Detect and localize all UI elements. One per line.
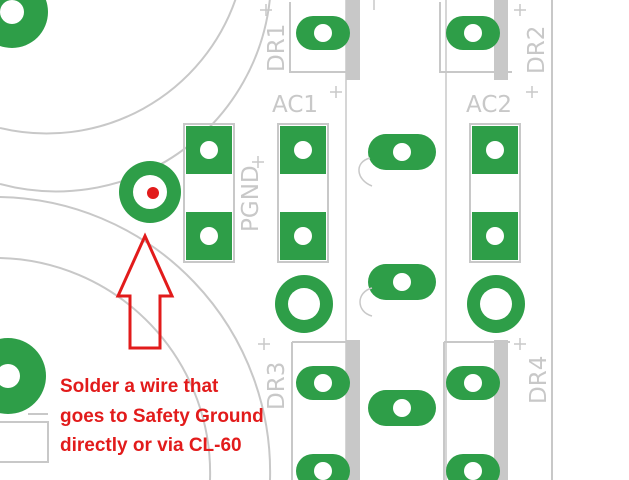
pgnd-header bbox=[183, 123, 235, 263]
hollow-up-arrow-icon bbox=[115, 232, 175, 350]
ac1-plus-mark bbox=[330, 86, 342, 98]
ac2-header bbox=[469, 123, 521, 263]
bottom-left-pad bbox=[0, 338, 46, 414]
center-oval-pads bbox=[358, 134, 436, 426]
dr1-component bbox=[289, 0, 375, 80]
solder-point-marker bbox=[147, 187, 159, 199]
dr2-component bbox=[439, 0, 512, 80]
dr1-label: DR1 bbox=[264, 24, 290, 72]
large-circle-outlines bbox=[0, 0, 272, 480]
pgnd-plus-mark bbox=[252, 156, 264, 168]
dr2-plus-mark bbox=[514, 4, 526, 16]
dr4-component bbox=[443, 0, 553, 480]
pgnd-label: PGND bbox=[238, 165, 264, 232]
pgnd-ring-pad bbox=[119, 161, 181, 223]
left-copper-pads bbox=[0, 0, 48, 414]
ac1-label: AC1 bbox=[272, 92, 318, 118]
dr3-label: DR3 bbox=[264, 362, 290, 410]
annotation-line-1: Solder a wire that bbox=[60, 376, 219, 397]
dr4-plus-mark bbox=[514, 338, 526, 350]
bottom-left-component-outline bbox=[0, 413, 49, 463]
dr1-plus-mark bbox=[260, 4, 272, 16]
dr4-label: DR4 bbox=[526, 356, 552, 404]
ac1-header bbox=[277, 123, 329, 263]
round-pads bbox=[275, 275, 525, 333]
dr3-component bbox=[291, 340, 360, 480]
annotation-block: Solder a wire that goes to Safety Ground… bbox=[60, 376, 264, 456]
dr3-plus-mark bbox=[258, 338, 270, 350]
dr2-label: DR2 bbox=[524, 26, 550, 74]
ac2-plus-mark bbox=[526, 86, 538, 98]
annotation-line-2: goes to Safety Ground bbox=[60, 406, 264, 427]
annotation-line-3: directly or via CL-60 bbox=[60, 435, 242, 456]
ac2-label: AC2 bbox=[466, 92, 512, 118]
